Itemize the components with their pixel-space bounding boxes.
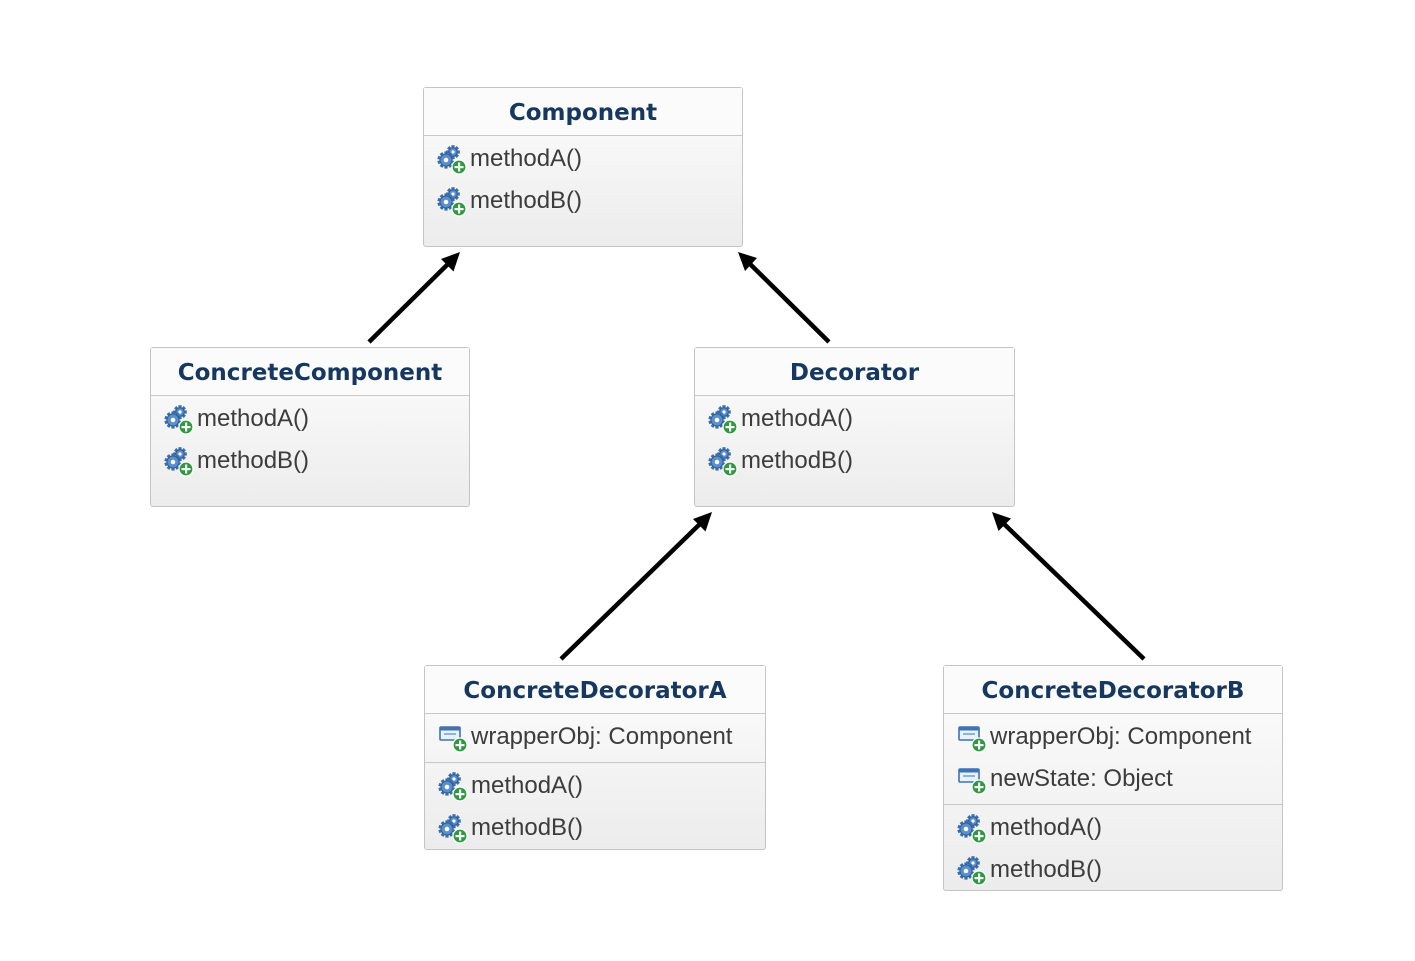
method-section: methodA() methodB() bbox=[424, 136, 742, 226]
method-label: methodA() bbox=[471, 772, 584, 799]
method-label: methodA() bbox=[990, 814, 1103, 841]
public-method-icon bbox=[438, 772, 468, 802]
method-row[interactable]: methodB() bbox=[424, 180, 742, 222]
method-label: methodA() bbox=[197, 405, 310, 432]
method-label: methodB() bbox=[197, 447, 310, 474]
method-section: methodA() methodB() bbox=[425, 762, 765, 853]
class-concrete-decorator-b[interactable]: ConcreteDecoratorB wrapperObj: Component… bbox=[943, 665, 1283, 891]
attribute-section: wrapperObj: Component bbox=[425, 714, 765, 762]
method-label: methodB() bbox=[470, 187, 583, 214]
method-row[interactable]: methodA() bbox=[425, 765, 765, 807]
method-row[interactable]: methodB() bbox=[425, 807, 765, 849]
arrow-concretedecoratorb-to-decorator bbox=[992, 512, 1146, 661]
class-decorator[interactable]: Decorator methodA() methodB() bbox=[694, 347, 1015, 507]
class-name: ConcreteComponent bbox=[151, 348, 469, 396]
attribute-section: wrapperObj: Component newState: Object bbox=[944, 714, 1282, 804]
class-name: Component bbox=[424, 88, 742, 136]
method-section: methodA() methodB() bbox=[151, 396, 469, 486]
class-name: Decorator bbox=[695, 348, 1014, 396]
method-row[interactable]: methodB() bbox=[695, 440, 1014, 482]
method-row[interactable]: methodB() bbox=[944, 849, 1282, 891]
public-method-icon bbox=[957, 814, 987, 844]
class-name: ConcreteDecoratorA bbox=[425, 666, 765, 714]
method-label: methodA() bbox=[741, 405, 854, 432]
public-method-icon bbox=[164, 447, 194, 477]
method-section: methodA() methodB() bbox=[695, 396, 1014, 486]
attribute-label: newState: Object bbox=[990, 765, 1173, 792]
public-field-icon bbox=[439, 726, 468, 753]
public-field-icon bbox=[958, 768, 987, 795]
public-method-icon bbox=[957, 856, 987, 886]
attribute-label: wrapperObj: Component bbox=[990, 723, 1252, 750]
public-method-icon bbox=[437, 187, 467, 217]
attribute-row[interactable]: newState: Object bbox=[944, 758, 1282, 800]
public-field-icon bbox=[958, 726, 987, 753]
attribute-row[interactable]: wrapperObj: Component bbox=[944, 716, 1282, 758]
method-label: methodB() bbox=[741, 447, 854, 474]
public-method-icon bbox=[164, 405, 194, 435]
method-label: methodB() bbox=[471, 814, 584, 841]
arrow-decorator-to-component bbox=[738, 252, 831, 344]
class-component[interactable]: Component methodA() methodB() bbox=[423, 87, 743, 247]
public-method-icon bbox=[438, 814, 468, 844]
class-concrete-decorator-a[interactable]: ConcreteDecoratorA wrapperObj: Component… bbox=[424, 665, 766, 850]
arrow-concretedecoratora-to-decorator bbox=[559, 512, 712, 661]
method-row[interactable]: methodB() bbox=[151, 440, 469, 482]
method-row[interactable]: methodA() bbox=[695, 398, 1014, 440]
method-row[interactable]: methodA() bbox=[424, 138, 742, 180]
method-row[interactable]: methodA() bbox=[944, 807, 1282, 849]
arrow-concretecomponent-to-component bbox=[367, 252, 460, 344]
public-method-icon bbox=[708, 405, 738, 435]
class-concrete-component[interactable]: ConcreteComponent methodA() methodB() bbox=[150, 347, 470, 507]
method-row[interactable]: methodA() bbox=[151, 398, 469, 440]
public-method-icon bbox=[437, 145, 467, 175]
public-method-icon bbox=[708, 447, 738, 477]
attribute-label: wrapperObj: Component bbox=[471, 723, 733, 750]
attribute-row[interactable]: wrapperObj: Component bbox=[425, 716, 765, 758]
class-name: ConcreteDecoratorB bbox=[944, 666, 1282, 714]
method-label: methodA() bbox=[470, 145, 583, 172]
method-label: methodB() bbox=[990, 856, 1103, 883]
method-section: methodA() methodB() bbox=[944, 804, 1282, 895]
